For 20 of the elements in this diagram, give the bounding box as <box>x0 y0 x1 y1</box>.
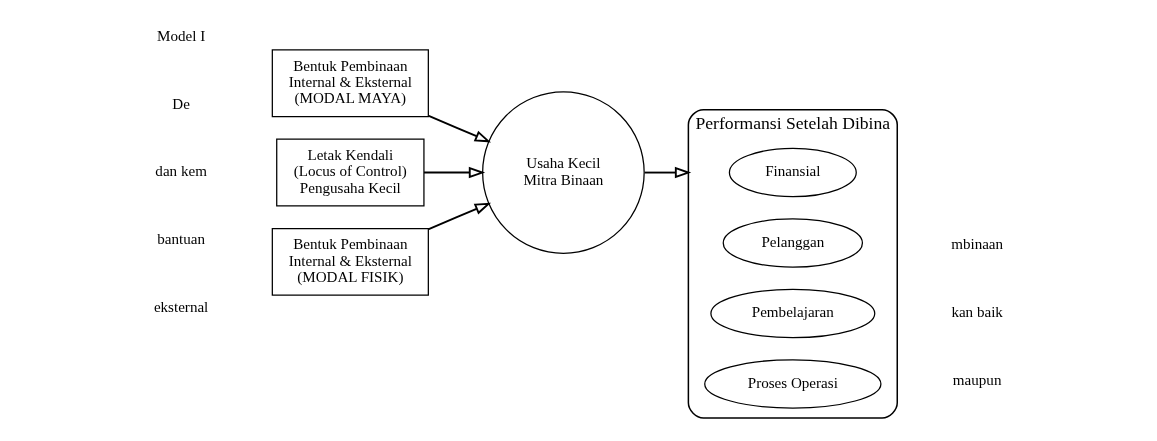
label: Model I <box>157 27 206 44</box>
node-ellipse: Proses Operasi <box>704 358 882 409</box>
node-ellipse: Pembelajaran <box>710 288 876 338</box>
node-box: Letak Kendali (Locus of Control) Pengusaha Kecil <box>276 138 425 207</box>
arrow <box>427 202 492 230</box>
node-circle: Usaha Kecil Mitra Binaan <box>482 90 645 254</box>
arrow <box>427 114 492 142</box>
label: dan kem <box>155 162 207 179</box>
arrow <box>643 166 692 178</box>
label: bantuan <box>157 230 205 247</box>
label: eksternal <box>153 298 209 315</box>
node-ellipse: Finansial <box>728 147 857 197</box>
node-ellipse: Pelanggan <box>722 217 864 268</box>
node-box: Bentuk Pembinaan Internal & Eksternal (MODAL MAYA) <box>271 48 429 117</box>
arrow <box>423 166 486 178</box>
node-box: Bentuk Pembinaan Internal & Eksternal (MODAL FISIK) <box>271 227 429 296</box>
label: kan baik <box>951 303 1003 320</box>
label: maupun <box>952 371 1002 388</box>
label: De <box>172 95 190 112</box>
label: mbinaan <box>951 235 1004 252</box>
